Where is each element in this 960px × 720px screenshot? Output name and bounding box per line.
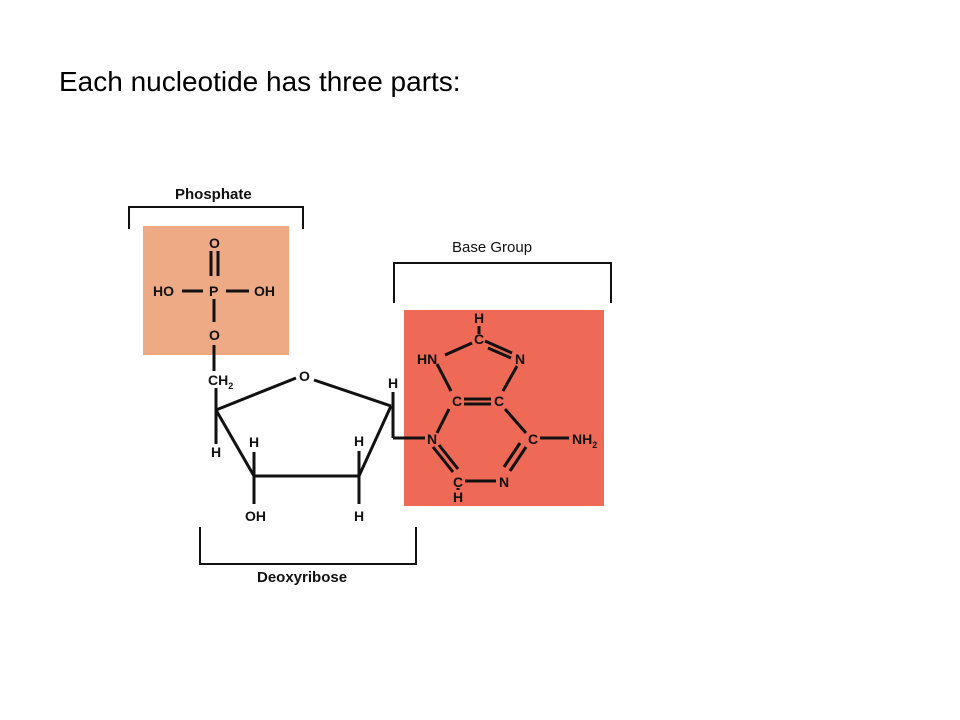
sugar-atom-h-c2: H [354, 433, 364, 449]
slide-title: Each nucleotide has three parts: [59, 66, 461, 97]
phosphate-atom-o-bridge: O [209, 327, 220, 343]
phosphate-atom-oh: OH [254, 283, 275, 299]
base-atom-n7: N [515, 351, 525, 367]
base-atom-c2: C [453, 474, 463, 490]
sugar-atom-h-c4: H [211, 444, 221, 460]
sugar-atom-h-bottom: H [354, 508, 364, 524]
base-atom-c-right: C [494, 393, 504, 409]
base-atom-n9: N [427, 431, 437, 447]
sugar-atom-oh: OH [245, 508, 266, 524]
base-group-box [404, 310, 604, 506]
phosphate-bracket [128, 206, 304, 229]
base-group-label: Base Group [452, 239, 532, 256]
sugar-atom-h-c1: H [388, 375, 398, 391]
deoxyribose-label: Deoxyribose [257, 569, 347, 586]
sugar-atom-h-c3: H [249, 434, 259, 450]
base-atom-c-left: C [452, 393, 462, 409]
sugar-atom-ring-o: O [299, 368, 310, 384]
base-group-bracket [393, 262, 612, 303]
phosphate-atom-o-top: O [209, 235, 220, 251]
sugar-atom-ch2: CH2 [208, 372, 233, 391]
base-atom-nh2: NH2 [572, 431, 597, 450]
base-atom-n3: N [499, 474, 509, 490]
base-atom-c8: C [474, 331, 484, 347]
phosphate-box [143, 226, 289, 355]
phosphate-atom-p: P [209, 283, 218, 299]
phosphate-atom-ho: HO [153, 283, 174, 299]
base-atom-h-top: H [474, 310, 484, 326]
deoxyribose-bracket [199, 527, 417, 565]
phosphate-label: Phosphate [175, 186, 252, 203]
bonds [182, 251, 569, 504]
base-atom-h-c2: H [453, 489, 463, 505]
base-atom-hn: HN [417, 351, 437, 367]
base-atom-c6: C [528, 431, 538, 447]
